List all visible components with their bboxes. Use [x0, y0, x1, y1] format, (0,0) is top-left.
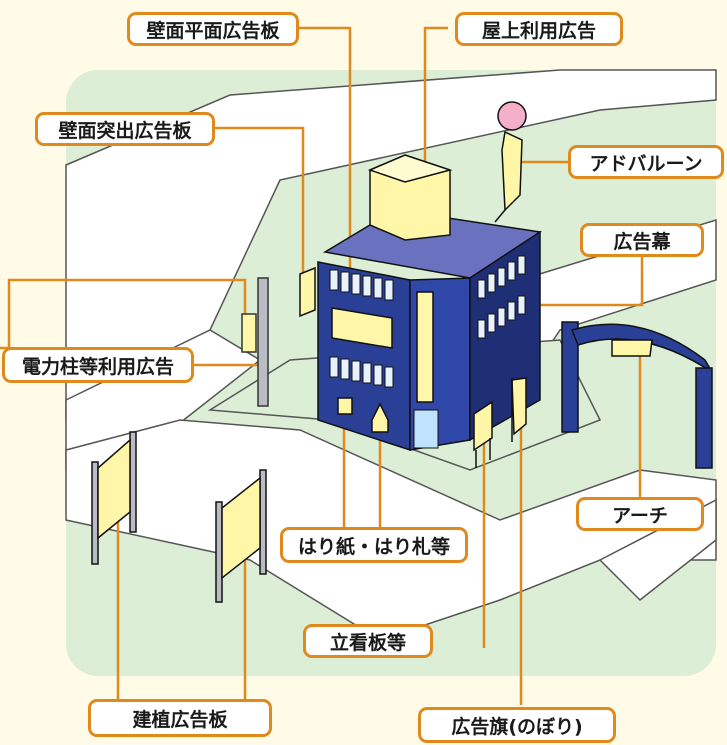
window: [477, 319, 486, 339]
balloon-sphere: [497, 101, 527, 131]
arch-structure: [561, 321, 713, 469]
arch-right-pillar: [695, 367, 713, 469]
window: [477, 279, 486, 299]
pole-signboard: [241, 313, 257, 353]
label-ad-banner: 広告幕: [580, 223, 704, 257]
label-utility-pole-ad: 電力柱等利用広告: [2, 347, 194, 383]
arch-signboard: [611, 339, 653, 357]
erected-post: [259, 469, 267, 575]
standing-signboard: [473, 400, 493, 452]
label-posters-and-placards: はり紙・はり札等: [280, 527, 468, 563]
window: [340, 271, 350, 293]
window: [517, 255, 526, 275]
erected-post: [129, 431, 137, 533]
window: [329, 269, 339, 291]
wall-placard: [371, 402, 389, 433]
window: [373, 277, 383, 299]
label-ad-flag: 広告旗(のぼり): [418, 707, 616, 743]
ad-balloon: [494, 101, 527, 223]
wall-projecting-signboard: [299, 266, 316, 318]
balloon-tether: [494, 209, 506, 223]
window: [487, 273, 496, 293]
window: [384, 366, 394, 388]
window: [373, 364, 383, 386]
window: [384, 279, 394, 301]
window: [351, 273, 361, 295]
window: [497, 307, 506, 327]
balloon-banner: [501, 130, 523, 212]
window: [362, 362, 372, 384]
leader-wall-projecting: [213, 126, 305, 290]
window: [497, 267, 506, 287]
erected-signboards: [91, 431, 267, 603]
wall-banner: [416, 291, 434, 403]
street-items: [473, 377, 527, 468]
erected-post: [91, 461, 99, 565]
erected-post: [215, 501, 223, 603]
rooftop-signboard-side: [367, 154, 453, 183]
arch-left-pillar: [561, 321, 579, 433]
label-standing-signboard: 立看板等: [303, 624, 433, 658]
label-ad-balloon: アドバルーン: [568, 145, 724, 179]
window: [507, 261, 516, 281]
erected-board: [221, 476, 261, 580]
erected-board: [97, 438, 131, 540]
utility-pole: [241, 277, 269, 407]
wall-flat-signboard: [331, 307, 393, 349]
window: [517, 295, 526, 315]
window: [362, 275, 372, 297]
label-rooftop-ad: 屋上利用広告: [455, 12, 623, 46]
window: [507, 301, 516, 321]
window: [329, 356, 339, 378]
pole-shaft: [257, 277, 269, 407]
window: [351, 360, 361, 382]
building-door: [413, 409, 439, 449]
building-windows: [329, 255, 526, 449]
label-wall-projecting-signboard: 壁面突出広告板: [35, 112, 215, 146]
label-arch: アーチ: [576, 497, 704, 531]
label-wall-flat-signboard: 壁面平面広告板: [127, 12, 299, 46]
leader-rooftop: [423, 26, 448, 213]
label-erected-signboard: 建植広告板: [88, 699, 272, 737]
flag-banner: [511, 377, 527, 436]
building-signboards: [299, 154, 453, 433]
window: [340, 358, 350, 380]
window: [487, 313, 496, 333]
wall-poster: [337, 397, 353, 415]
